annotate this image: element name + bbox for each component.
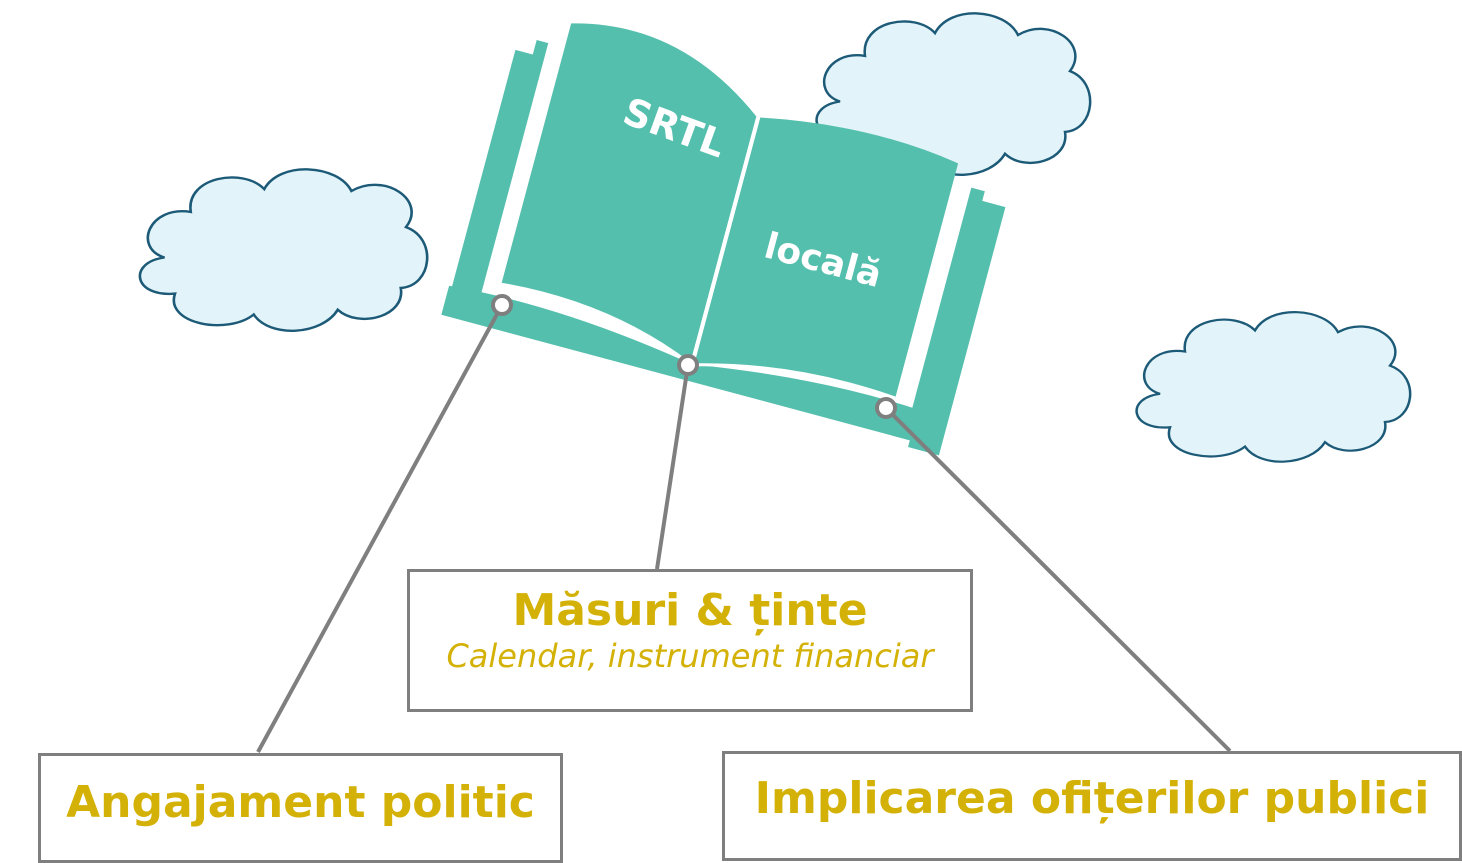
box-implicarea-ofiterilor: Implicarea ofițerilor publici bbox=[722, 751, 1462, 861]
connector-masuri bbox=[655, 364, 690, 570]
pin-left bbox=[491, 294, 513, 316]
box-angajament-politic: Angajament politic bbox=[38, 753, 563, 863]
box-masuri-subtitle: Calendar, instrument financiar bbox=[446, 636, 934, 675]
box-angajament-title: Angajament politic bbox=[66, 777, 535, 828]
box-masuri-tinte: Măsuri & ținte Calendar, instrument fina… bbox=[407, 569, 973, 712]
box-masuri-title: Măsuri & ținte bbox=[512, 585, 868, 636]
pin-right bbox=[875, 397, 897, 419]
box-implicare-title: Implicarea ofițerilor publici bbox=[754, 773, 1430, 824]
cloud-right bbox=[1135, 310, 1412, 463]
connector-angajament bbox=[256, 304, 504, 753]
cloud-left bbox=[138, 168, 429, 333]
pin-center bbox=[677, 354, 699, 376]
connector-implicare bbox=[884, 406, 1232, 753]
